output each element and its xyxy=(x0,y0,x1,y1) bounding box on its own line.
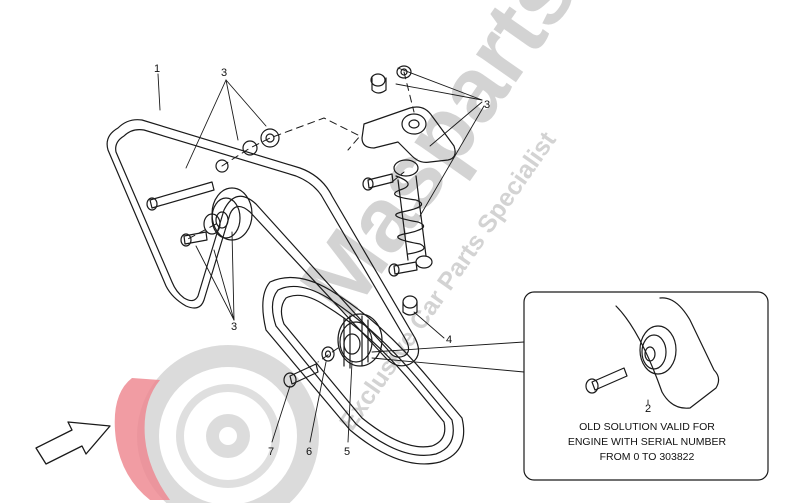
callout-labels: 1 3 3 3 4 5 6 7 2 xyxy=(154,63,651,458)
tensioner-bolt xyxy=(362,173,418,277)
callout-7: 7 xyxy=(268,446,274,458)
idler-screw xyxy=(180,231,208,247)
direction-arrow-icon xyxy=(35,421,111,465)
callout-3-right: 3 xyxy=(484,99,490,111)
idler-pulley xyxy=(203,187,253,241)
drive-belt-2 xyxy=(262,276,465,465)
callout-2: 2 xyxy=(645,403,651,415)
leader-lines xyxy=(157,67,525,443)
main-pulley xyxy=(337,313,383,369)
pulley-washer-6 xyxy=(321,346,335,362)
callout-4: 4 xyxy=(446,334,452,346)
inset-note-line-1: OLD SOLUTION VALID FOR xyxy=(579,421,715,433)
callout-1: 1 xyxy=(154,63,160,75)
inset-note-line-3: FROM 0 TO 303822 xyxy=(600,451,695,463)
inset-note: OLD SOLUTION VALID FOR ENGINE WITH SERIA… xyxy=(548,418,748,466)
tensioner-spring xyxy=(393,159,433,269)
small-cap-part-4 xyxy=(402,295,418,316)
idler-bolt xyxy=(146,181,215,211)
assembly-center-lines xyxy=(185,71,415,363)
tensioner-bracket xyxy=(361,65,456,163)
inset-note-line-2: ENGINE WITH SERIAL NUMBER xyxy=(568,436,727,448)
callout-3-bottom-left: 3 xyxy=(231,321,237,333)
inset-old-solution xyxy=(523,291,769,481)
callout-5: 5 xyxy=(344,446,350,458)
spacer-bushing xyxy=(215,128,280,173)
callout-6: 6 xyxy=(306,446,312,458)
callout-3-top-left: 3 xyxy=(221,67,227,79)
watermark-wheel-icon xyxy=(114,345,319,503)
